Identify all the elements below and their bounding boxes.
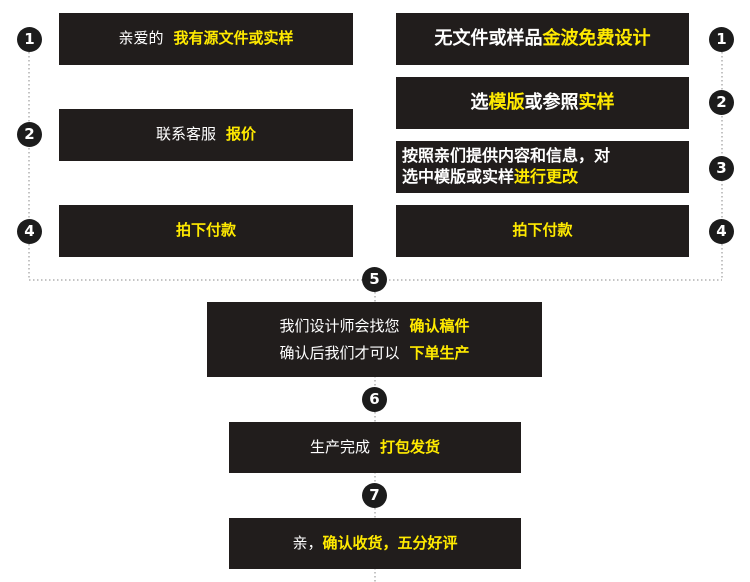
box-text: 亲， bbox=[292, 533, 323, 552]
box-text: 按照亲们提供内容和信息，对 bbox=[402, 146, 611, 166]
box-text: 确认后我们才可以 bbox=[279, 343, 400, 362]
box-highlight: 拍下付款 bbox=[175, 221, 236, 240]
step-badge-right-2: 2 bbox=[709, 90, 734, 115]
box-text: 联系客服 bbox=[155, 125, 216, 144]
box-right-pay: 拍下付款 bbox=[396, 205, 689, 257]
box-left-pay: 拍下付款 bbox=[59, 205, 353, 257]
box-text: 亲爱的 bbox=[118, 29, 164, 48]
step-badge-7: 7 bbox=[362, 483, 387, 508]
step-badge-left-2: 2 bbox=[17, 122, 42, 147]
box-contact-service: 联系客服报价 bbox=[59, 109, 353, 161]
box-highlight: 拍下付款 bbox=[512, 221, 573, 240]
box-highlight: 模版 bbox=[488, 91, 525, 113]
box-highlight: 下单生产 bbox=[409, 343, 470, 362]
step-badge-6: 6 bbox=[362, 387, 387, 412]
box-highlight: 确认收货，五分好评 bbox=[322, 533, 458, 552]
box-highlight: 金波免费设计 bbox=[542, 27, 651, 49]
box-text: 无文件或样品 bbox=[434, 27, 543, 49]
box-text: 我们设计师会找您 bbox=[279, 317, 400, 336]
box-highlight: 打包发货 bbox=[380, 437, 441, 456]
box-free-design: 无文件或样品金波免费设计 bbox=[396, 13, 689, 65]
box-highlight: 我有源文件或实样 bbox=[173, 29, 294, 48]
step-badge-left-1: 1 bbox=[17, 27, 42, 52]
step-badge-right-3: 3 bbox=[709, 156, 734, 181]
box-confirm-receipt: 亲，确认收货，五分好评 bbox=[229, 518, 521, 569]
box-highlight: 进行更改 bbox=[514, 167, 579, 186]
step-badge-right-1: 1 bbox=[709, 27, 734, 52]
box-have-source-file: 亲爱的我有源文件或实样 bbox=[59, 13, 353, 65]
box-text: 生产完成 bbox=[309, 437, 370, 456]
box-text: 选 bbox=[470, 91, 489, 113]
step-badge-5: 5 bbox=[362, 267, 387, 292]
box-modify-template: 按照亲们提供内容和信息，对 选中模版或实样进行更改 bbox=[396, 141, 689, 193]
box-highlight: 确认稿件 bbox=[409, 317, 470, 336]
step-badge-right-4: 4 bbox=[709, 219, 734, 244]
box-choose-template: 选模版或参照实样 bbox=[396, 77, 689, 129]
box-text: 或参照 bbox=[524, 91, 579, 113]
box-highlight: 报价 bbox=[226, 125, 257, 144]
step-badge-left-4: 4 bbox=[17, 219, 42, 244]
box-highlight: 实样 bbox=[578, 91, 615, 113]
box-text: 选中模版或实样 bbox=[402, 167, 515, 186]
box-ship: 生产完成打包发货 bbox=[229, 422, 521, 473]
box-confirm-draft: 我们设计师会找您确认稿件 确认后我们才可以下单生产 bbox=[207, 302, 542, 377]
